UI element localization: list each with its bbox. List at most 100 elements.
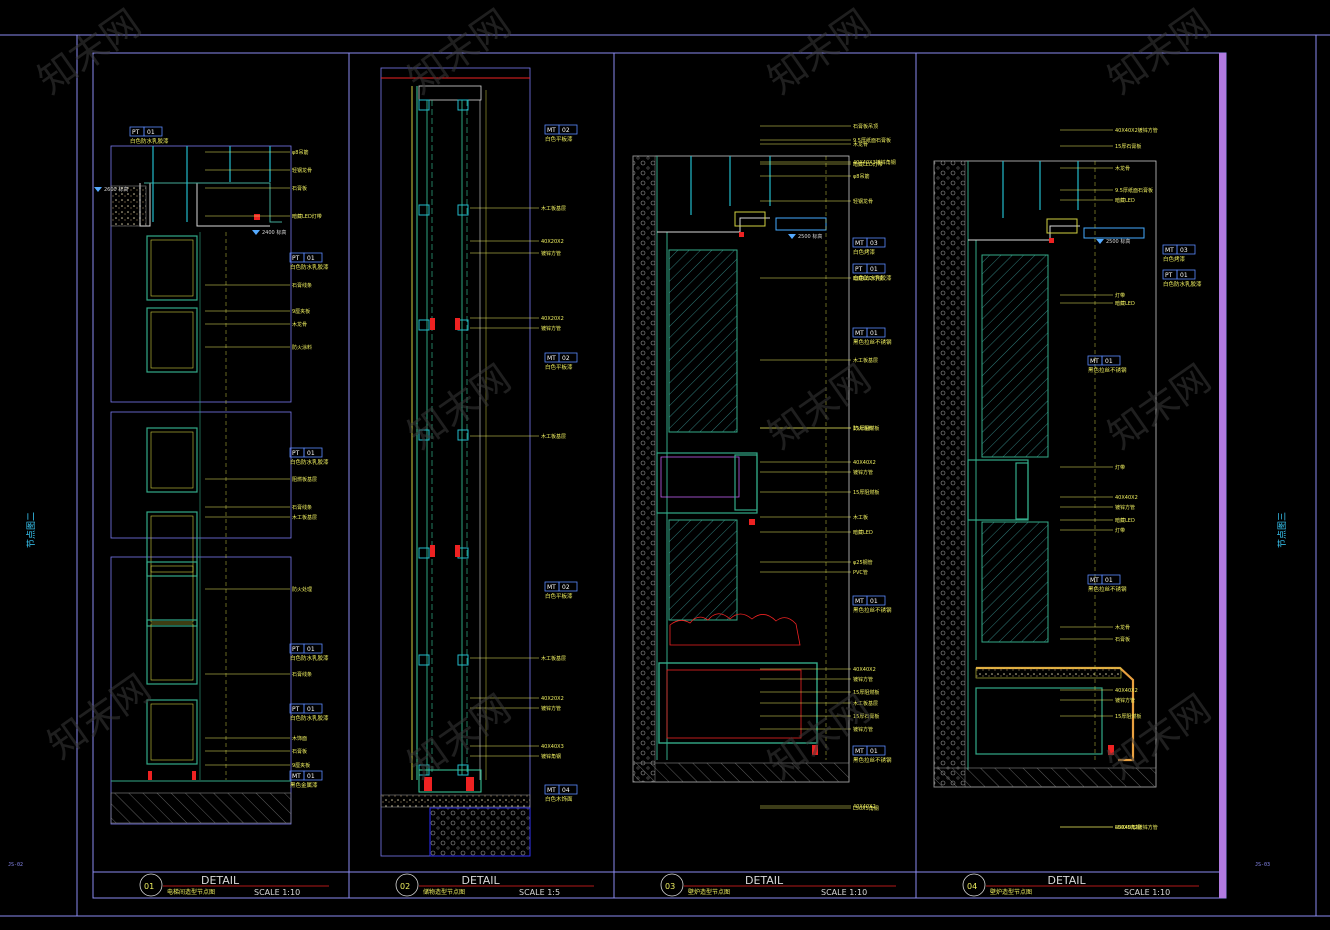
tag-code: 01 xyxy=(1105,577,1113,584)
watermark-text: 知末网 xyxy=(760,356,879,457)
detail-subtitle: 储物造型节点图 xyxy=(423,888,465,896)
note-text: 木工板基层 xyxy=(541,205,566,212)
note-text: 阻燃板基层 xyxy=(292,476,317,483)
cabinet-inner xyxy=(150,239,194,297)
tag-code: 01 xyxy=(1105,358,1113,365)
note-text: 镀锌方管 xyxy=(1115,697,1135,704)
note-text: 石膏线条 xyxy=(292,671,312,678)
tag-box-code xyxy=(866,237,886,248)
tag-description: 白色平板漆 xyxy=(545,135,573,143)
tag-description: 白色防水乳胶漆 xyxy=(130,137,169,145)
note-text: 灯带 xyxy=(1115,292,1125,299)
tag-prefix: PT xyxy=(1165,272,1173,279)
elevation-triangle xyxy=(94,187,102,192)
note-text: φ8吊筋 xyxy=(853,173,869,180)
detail-number: 03 xyxy=(665,882,675,891)
note-text: 木工板基层 xyxy=(541,655,566,662)
tag-description: 白色防水乳胶漆 xyxy=(290,263,329,271)
note-text: 暗藏LED xyxy=(1115,197,1135,204)
note-text: 镀锌方管 xyxy=(541,250,561,257)
watermark-text: 知末网 xyxy=(760,1,879,102)
cabinet-frame xyxy=(146,699,198,765)
note-text: 暗藏LED灯带 xyxy=(853,161,883,168)
note-text: 15厚石膏板 xyxy=(1115,143,1141,150)
note-text: 镀锌角钢 xyxy=(541,753,561,760)
tag-box-code xyxy=(1101,574,1121,585)
tag-box-code xyxy=(558,352,578,363)
anchor-bracket xyxy=(418,654,430,666)
tag-prefix: PT xyxy=(132,129,140,136)
note-text: PVC管 xyxy=(853,569,868,576)
note-text: 15厚阻燃板 xyxy=(1115,713,1141,720)
tag-box-code xyxy=(1176,269,1196,280)
tag-description: 白色防水乳胶漆 xyxy=(290,458,329,466)
detail-number: 02 xyxy=(400,882,410,891)
anchor-bracket xyxy=(457,654,469,666)
tag-box-code xyxy=(303,447,323,458)
tag-description: 黑色拉丝不锈钢 xyxy=(853,756,892,764)
anchor-red xyxy=(430,318,435,330)
note-text: 暗藏LED灯带 xyxy=(292,213,322,220)
detail-number: 04 xyxy=(967,882,977,891)
note-text: 暗藏LED xyxy=(1115,300,1135,307)
tag-box-code xyxy=(558,784,578,795)
note-text: 防火涂料 xyxy=(292,344,312,351)
tag-code: 01 xyxy=(307,773,315,780)
detail-number-circle xyxy=(395,873,419,897)
note-text: L50X5角钢 xyxy=(1115,824,1141,831)
detail-title: DETAIL xyxy=(462,874,501,887)
note-text: 镀锌方管 xyxy=(541,705,561,712)
tag-code: 04 xyxy=(562,787,570,794)
anchor-bracket xyxy=(457,99,469,111)
note-text: 轻钢龙骨 xyxy=(853,198,873,205)
detail-panel-03 xyxy=(632,155,850,783)
tag-code: 01 xyxy=(307,706,315,713)
elevation-text: 2500 标高 xyxy=(798,233,822,240)
watermark-text: 知末网 xyxy=(400,686,519,787)
note-text: 9.5厚纸面石膏板 xyxy=(1115,187,1153,194)
tag-box-code xyxy=(558,124,578,135)
tag-description: 黑色拉丝不锈钢 xyxy=(853,606,892,614)
tag-box-code xyxy=(303,770,323,781)
tag-prefix: MT xyxy=(547,355,556,362)
detail-panel-02 xyxy=(380,67,531,857)
tag-code: 01 xyxy=(307,255,315,262)
note-text: 石膏线条 xyxy=(292,282,312,289)
detail-subtitle: 壁炉造型节点图 xyxy=(688,888,730,896)
note-text: 轻钢龙骨 xyxy=(292,167,312,174)
tag-prefix: MT xyxy=(547,127,556,134)
note-text: 镀锌方管 xyxy=(1115,504,1135,511)
watermark-text: 知末网 xyxy=(30,1,149,102)
tag-prefix: PT xyxy=(855,266,863,273)
note-text: 40X40X2 xyxy=(853,804,876,810)
tag-box-code xyxy=(303,252,323,263)
watermark-text: 知末网 xyxy=(1100,1,1219,102)
note-text: 石膏板 xyxy=(292,748,307,755)
note-text: 灯带 xyxy=(1115,527,1125,534)
elevation-text: 2600 标高 xyxy=(104,186,128,193)
note-text: 防火处理 xyxy=(292,586,312,593)
tag-code: 01 xyxy=(307,450,315,457)
detail-scale: SCALE 1:10 xyxy=(821,888,867,897)
tag-prefix: MT xyxy=(547,584,556,591)
cabinet-inner xyxy=(150,703,194,761)
tag-description: 白色防水乳胶漆 xyxy=(290,654,329,662)
tag-description: 黑色拉丝不锈钢 xyxy=(853,338,892,346)
note-text: 15厚阻燃板 xyxy=(853,689,879,696)
tag-code: 01 xyxy=(870,330,878,337)
cabinet-frame xyxy=(146,561,198,627)
detail-title: DETAIL xyxy=(1048,874,1087,887)
detail-panel-01 xyxy=(110,145,292,825)
watermark-text: 知末网 xyxy=(400,1,519,102)
tag-prefix: MT xyxy=(1090,577,1099,584)
tag-code: 03 xyxy=(870,240,878,247)
